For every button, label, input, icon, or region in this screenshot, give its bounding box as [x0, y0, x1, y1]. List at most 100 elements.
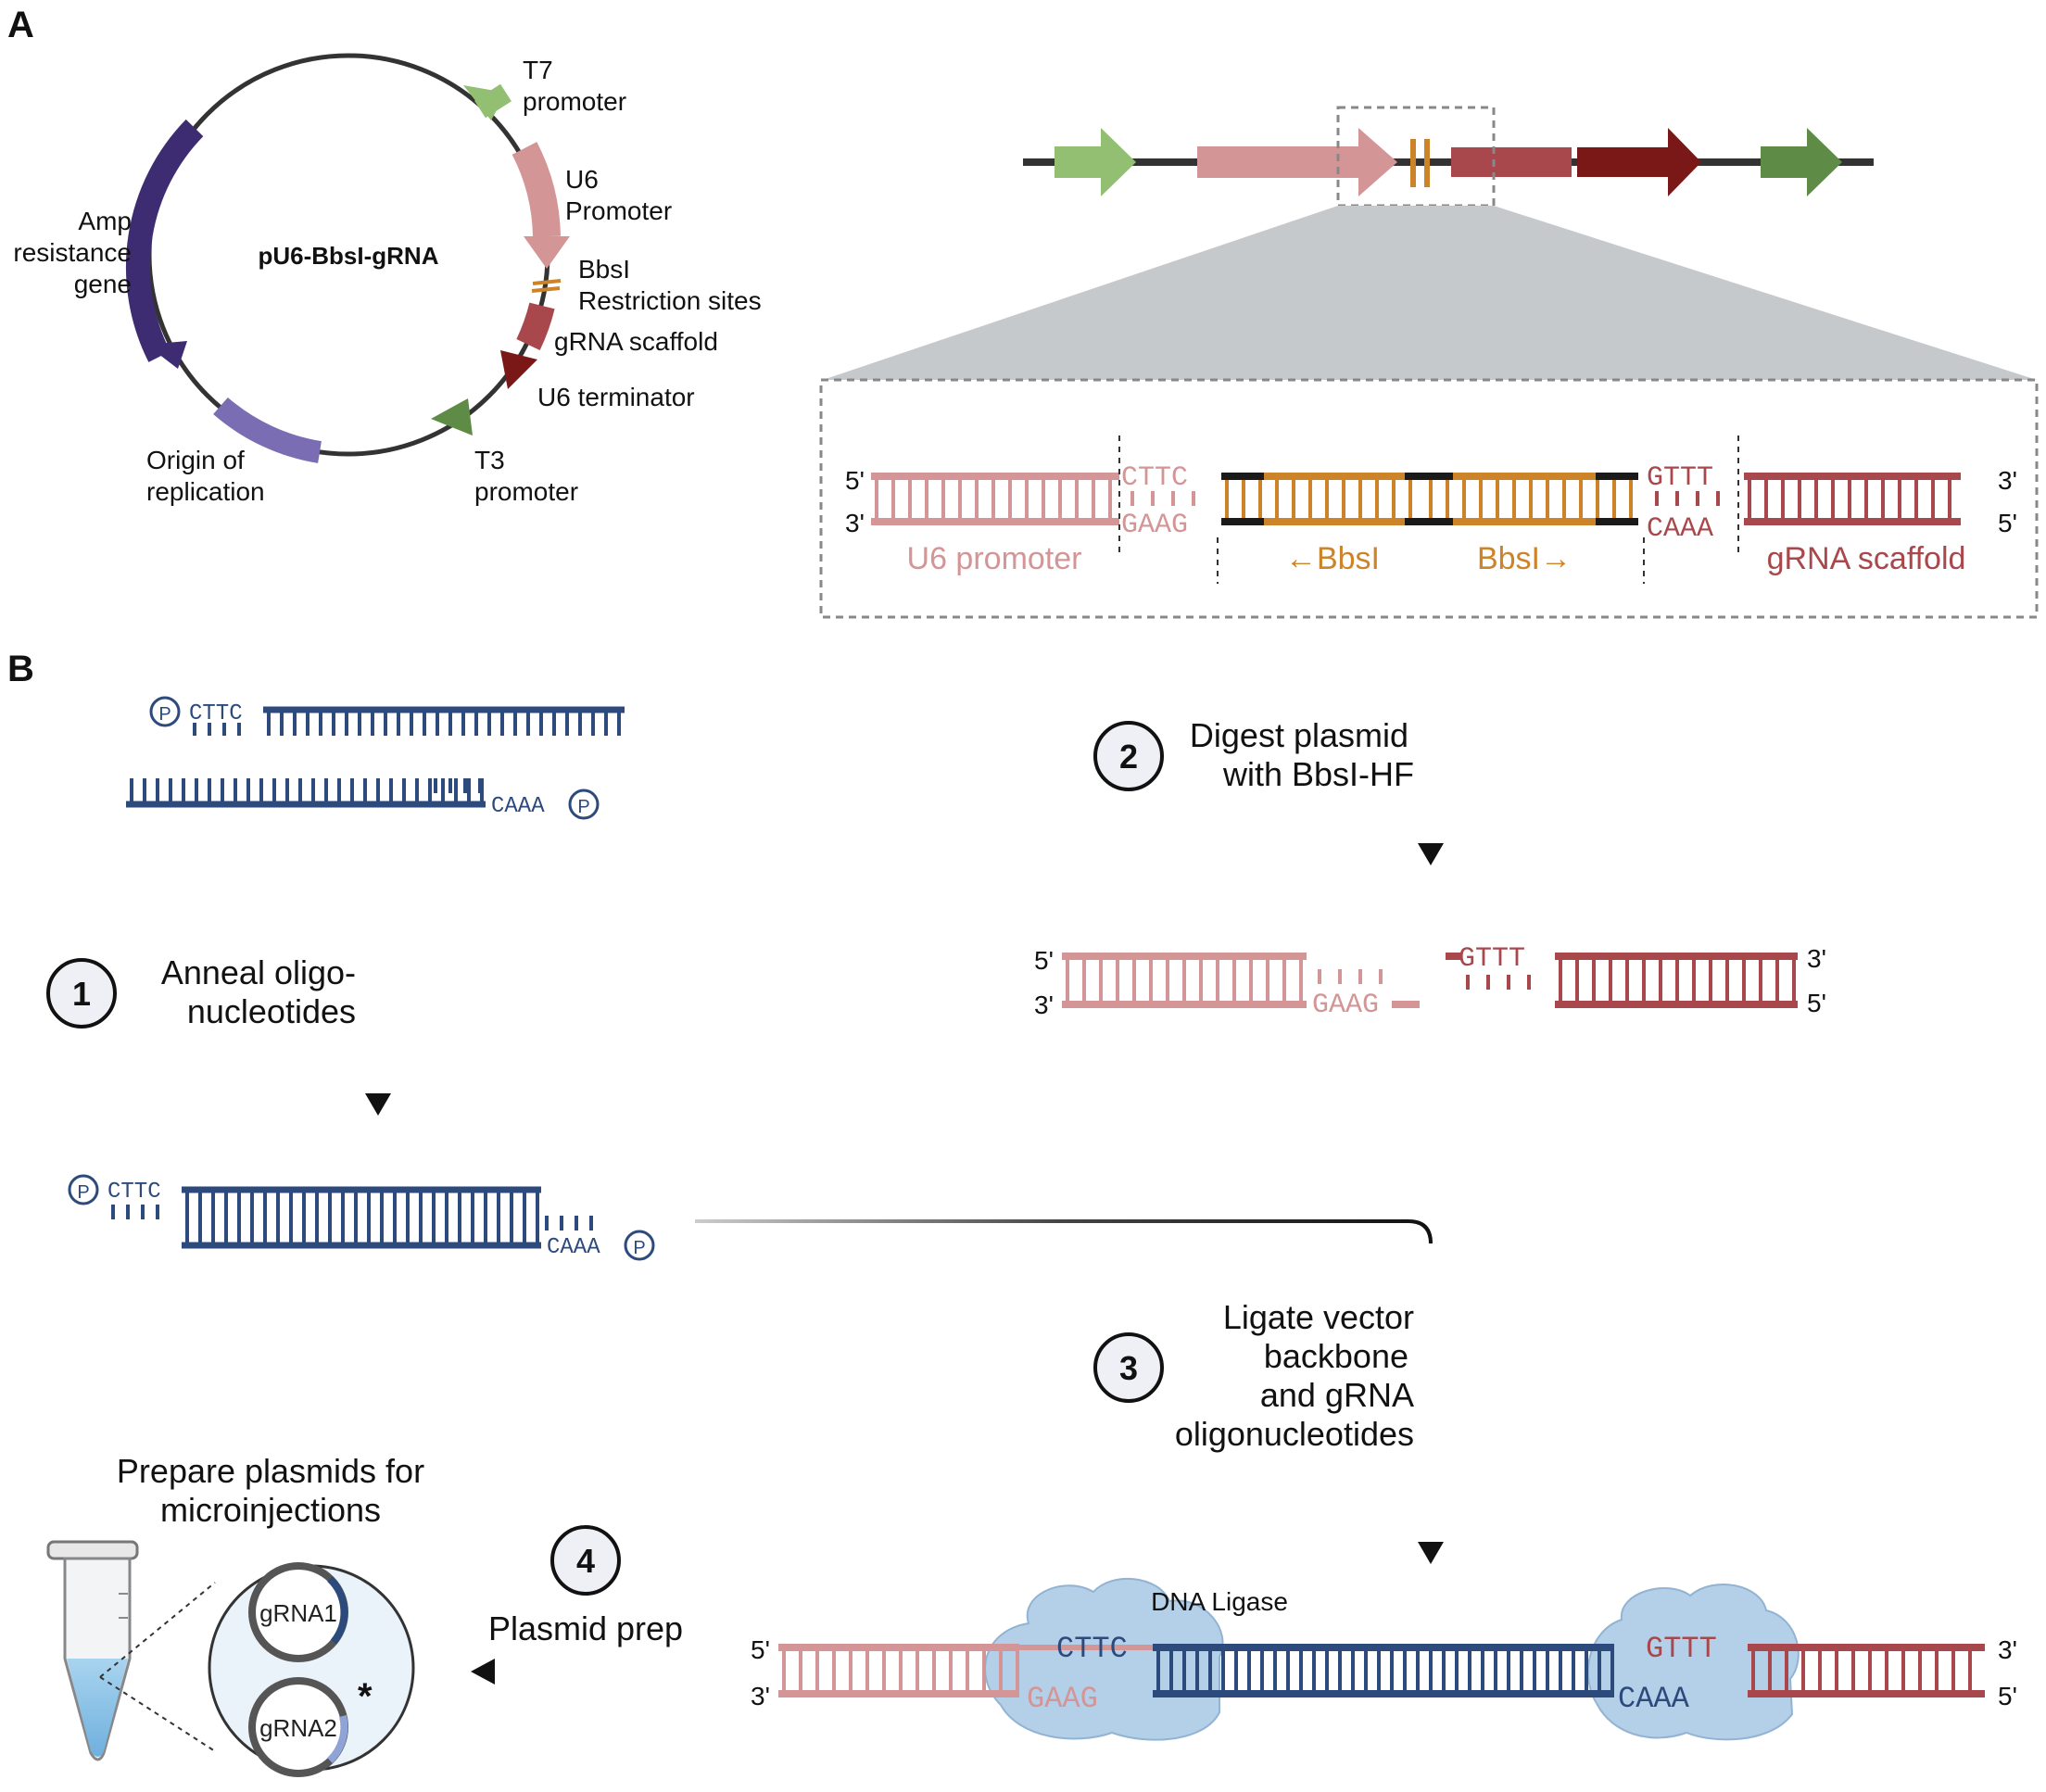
- zoom-end-3-right: 3': [1998, 466, 2017, 495]
- amp-gene-arc: [125, 119, 204, 362]
- t7-label-line1: T7: [523, 56, 553, 84]
- panel-b-letter: B: [7, 649, 34, 689]
- ligation-end-5-right: 5': [1998, 1682, 2017, 1710]
- ligation-end-5-left: 5': [751, 1635, 770, 1664]
- step3-badge: [1093, 1332, 1164, 1403]
- bbsi-site-mark-1: [532, 279, 562, 285]
- step3-text-line4: oligonucleotides: [1175, 1415, 1414, 1453]
- ligation-left-top: CTTC: [1056, 1632, 1128, 1666]
- zoom-left-bottom-overhang: GAAG: [1121, 510, 1188, 541]
- step1-number: 1: [72, 975, 91, 1013]
- panel-a-letter: A: [7, 5, 34, 45]
- step4-text: Plasmid prep: [488, 1609, 683, 1647]
- zoom-u6-label: U6 promoter: [907, 541, 1082, 576]
- zoom-scaffold-label: gRNA scaffold: [1767, 541, 1966, 576]
- annealed-top-overhang: CTTC: [107, 1180, 161, 1205]
- oligo1-overhang: CTTC: [189, 701, 243, 726]
- linear-t7-arrow: [1055, 128, 1136, 196]
- annealed-bottom-overhang: CAAA: [547, 1235, 600, 1260]
- phosphate-circle-annealed-left: [68, 1174, 99, 1205]
- annealed-oligo-duplex: [111, 1186, 593, 1249]
- zoom-detail-dna: [871, 435, 1961, 584]
- amp-label-line3: gene: [74, 270, 132, 298]
- zoom-bbsi-left-label: ←BbsI: [1285, 541, 1380, 576]
- step2-text-line2: with BbsI-HF: [1222, 755, 1414, 793]
- ligation-end-3-left: 3': [751, 1682, 770, 1710]
- u6-label-line2: Promoter: [565, 196, 672, 225]
- digest-end-3-right: 3': [1807, 944, 1826, 973]
- grna2-label: gRNA2: [259, 1714, 337, 1742]
- zoom-funnel: [823, 206, 2037, 380]
- step1-arrow-head: [365, 1093, 391, 1116]
- terminator-label: U6 terminator: [537, 383, 695, 411]
- t7-promoter-shaft: [474, 83, 512, 119]
- phosphate-label-annealed-left: P: [77, 1182, 89, 1203]
- scaffold-label: gRNA scaffold: [554, 327, 718, 356]
- linear-t3-arrow: [1761, 128, 1842, 196]
- bbsi-label-line1: BbsI: [578, 255, 630, 284]
- ori-label-line1: Origin of: [146, 446, 245, 474]
- t3-promoter-arrowhead: [431, 398, 473, 435]
- tube-cap: [46, 1540, 139, 1560]
- linear-bbsi-mark-2: [1424, 139, 1430, 187]
- prep-title-line1: Prepare plasmids for: [117, 1452, 424, 1490]
- digest-end-3-left: 3': [1034, 991, 1054, 1019]
- linear-u6-arrow: [1197, 128, 1397, 196]
- zoom-end-5-right: 5': [1998, 509, 2017, 537]
- step2-arrow-head: [1418, 843, 1444, 865]
- amp-label-line1: Amp: [78, 207, 132, 235]
- phosphate-circle-bottom: [568, 789, 600, 820]
- zoom-left-top-overhang: CTTC: [1121, 462, 1188, 494]
- step1-text-line2: nucleotides: [187, 992, 356, 1030]
- amp-gene-arrowhead: [146, 341, 187, 369]
- grna1-insert: [327, 1576, 348, 1645]
- step3-text-line1: Ligate vector: [1223, 1298, 1414, 1336]
- ligation-end-3-right: 3': [1998, 1635, 2017, 1664]
- phosphate-circle-top: [149, 696, 181, 727]
- phosphate-label-annealed-right: P: [633, 1238, 645, 1258]
- ori-label-line2: replication: [146, 477, 265, 506]
- oligo-merge-line: [695, 1219, 1433, 1244]
- zoom-end-3-left: 3': [845, 509, 865, 537]
- zoom-bbsi-right-label: BbsI→: [1477, 541, 1572, 576]
- origin-of-replication-arc: [213, 397, 322, 463]
- bbsi-site-mark-2: [531, 286, 561, 293]
- phosphate-label-top: P: [158, 704, 170, 725]
- digest-end-5-left: 5': [1034, 946, 1054, 975]
- bbsi-label-line2: Restriction sites: [578, 286, 762, 315]
- grna-scaffold-arc: [516, 302, 555, 351]
- dna-ligase-right: [1586, 1584, 1800, 1741]
- prep-title-line2: microinjections: [160, 1491, 381, 1529]
- zoom-right-bottom-overhang: CAAA: [1647, 513, 1713, 545]
- step2-text-line1: Digest plasmid: [1190, 716, 1408, 754]
- step4-number: 4: [576, 1542, 595, 1580]
- grna1-label: gRNA1: [259, 1599, 337, 1627]
- dna-ligase-label: DNA Ligase: [1151, 1587, 1288, 1616]
- step1-badge: [46, 958, 117, 1029]
- u6-terminator-arrowhead: [500, 350, 537, 389]
- ligation-left-bottom: GAAG: [1027, 1682, 1098, 1716]
- zoom-line-lower: [99, 1676, 216, 1752]
- digest-left-overhang: GAAG: [1312, 990, 1379, 1021]
- linear-scaffold-block: [1451, 147, 1572, 177]
- t3-label-line2: promoter: [474, 477, 578, 506]
- u6-promoter-arrowhead: [524, 236, 570, 269]
- grna2-asterisk: *: [358, 1676, 373, 1717]
- step2-badge: [1093, 721, 1164, 791]
- microcentrifuge-tube: [46, 1540, 139, 1761]
- t3-label-line1: T3: [474, 446, 505, 474]
- oligos-separate: [126, 706, 625, 808]
- linear-terminator-arrow: [1577, 128, 1701, 196]
- zoom-line-upper: [99, 1582, 216, 1678]
- plasmid-map: [125, 53, 570, 463]
- u6-promoter-arc: [512, 142, 561, 237]
- ligation-product: [778, 1644, 1985, 1697]
- t7-label-line2: promoter: [523, 87, 626, 116]
- amp-label-line2: resistance: [13, 238, 132, 267]
- linear-bbsi-mark-1: [1410, 139, 1416, 187]
- step4-badge: [550, 1525, 621, 1596]
- oligo2-overhang: CAAA: [491, 794, 545, 819]
- step4-arrow-head: [471, 1659, 495, 1685]
- linear-construct-map: [1023, 106, 1874, 208]
